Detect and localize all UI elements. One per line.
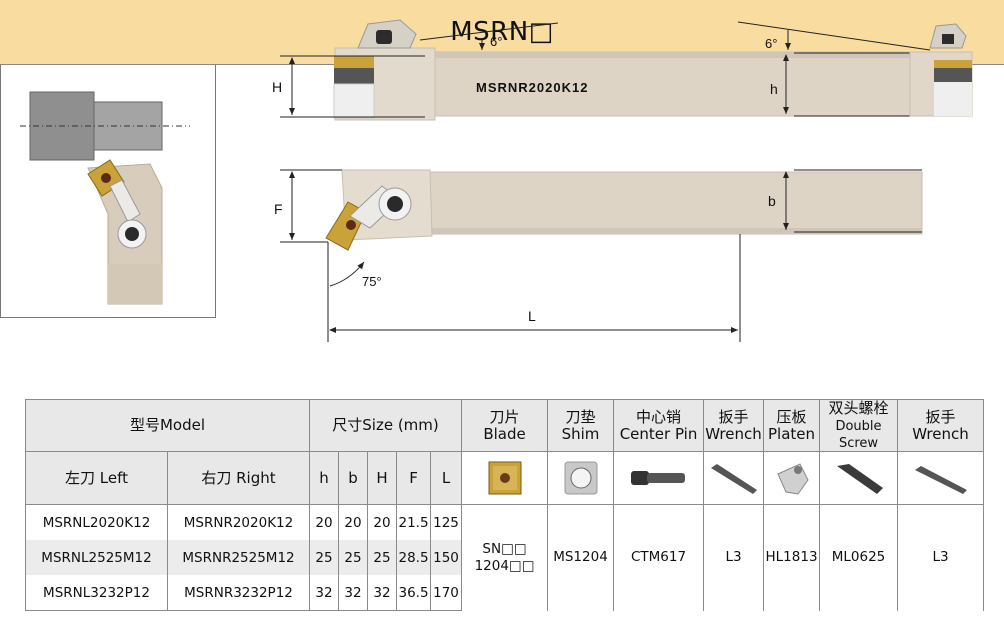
- wrench-2-icon: [914, 466, 967, 494]
- table-row: MSRNL3232P12 MSRNR3232P12 32 32 32 36.5 …: [25, 575, 984, 611]
- wrench2-image-cell: [897, 451, 985, 505]
- center-pin-value: CTM617: [613, 504, 705, 611]
- subheader-F: F: [396, 451, 432, 505]
- end-view-holder: [909, 23, 973, 117]
- platen-value: HL1813: [763, 504, 821, 611]
- wrench-image-cell: [703, 451, 765, 505]
- header-size: 尺寸Size (mm): [309, 399, 463, 452]
- double-screw-image-cell: [819, 451, 899, 505]
- blade-value: SN□□1204□□: [461, 504, 549, 611]
- tool-top-view-illustration: [20, 91, 190, 305]
- dimension-b-label: b: [768, 193, 776, 209]
- table-row: MSRNL2020K12 MSRNR2020K12 20 20 20 21.5 …: [25, 504, 985, 611]
- top-view-holder: [325, 169, 923, 251]
- shim-icon: [564, 461, 598, 495]
- platen-image-cell: [763, 451, 821, 505]
- blade-image-cell: [461, 451, 549, 505]
- center-pin-icon: [630, 471, 685, 485]
- model-title-box: MSRN□: [0, 0, 1004, 318]
- center-pin-image-cell: [613, 451, 705, 505]
- angle-top-left-label: 6°: [490, 34, 502, 49]
- wrench-value: L3: [703, 504, 765, 611]
- wrench-2-value: L3: [897, 504, 985, 611]
- shank-marking: MSRNR2020K12: [476, 80, 588, 95]
- platen-icon: [776, 463, 809, 495]
- angle-top-right-label: 6°: [765, 36, 777, 51]
- shim-image-cell: [547, 451, 615, 505]
- wrench-icon: [710, 464, 757, 494]
- subheader-L: L: [430, 451, 463, 505]
- side-view-holder: [333, 19, 923, 121]
- subheader-H: H: [367, 451, 398, 505]
- double-screw-icon: [836, 464, 883, 494]
- table-row: MSRNL2525M12 MSRNR2525M12 25 25 25 28.5 …: [25, 540, 984, 575]
- tool-dimension-drawing: MSRNR2020K12 6° H h 6° F: [272, 19, 973, 342]
- double-screw-value: ML0625: [819, 504, 899, 611]
- subheader-h: h: [309, 451, 340, 505]
- dimension-F-label: F: [274, 201, 283, 217]
- subheader-left: 左刀 Left: [25, 451, 168, 505]
- shim-value: MS1204: [547, 504, 615, 611]
- header-model: 型号Model: [24, 399, 311, 452]
- dimension-L-label: L: [528, 308, 536, 324]
- dimension-H-label: H: [272, 79, 282, 95]
- blade-insert-icon: [488, 461, 522, 495]
- dimension-h-label: h: [770, 81, 778, 97]
- subheader-b: b: [338, 451, 369, 505]
- angle-bottom-label: 75°: [362, 274, 382, 289]
- subheader-right: 右刀 Right: [166, 451, 311, 505]
